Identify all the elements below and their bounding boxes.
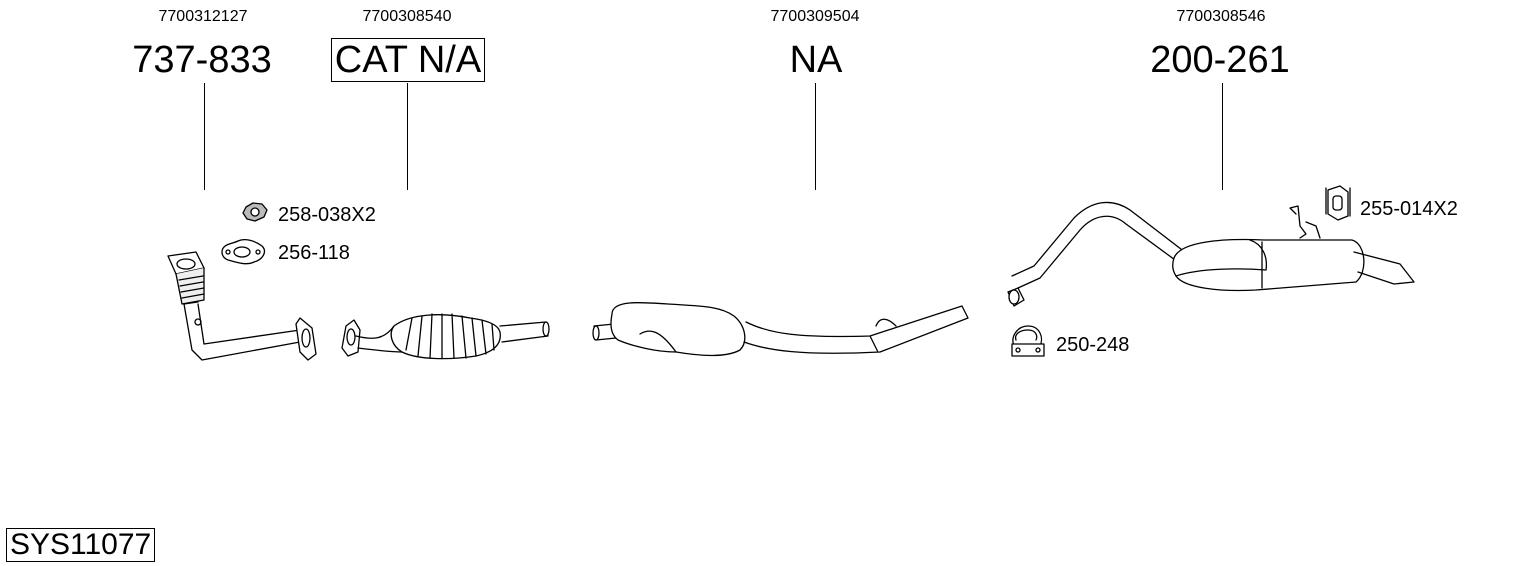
part-number-2[interactable]: CAT N/A	[278, 38, 538, 82]
nut-drawing[interactable]	[242, 202, 268, 222]
leader-line-1	[204, 83, 205, 190]
part-number-4-label: 200-261	[1150, 39, 1290, 81]
oem-number-4: 7700308546	[1176, 8, 1266, 25]
leader-line-2	[407, 83, 408, 190]
oem-number-3: 7700309504	[770, 8, 860, 25]
accessory-label-gasket[interactable]: 256-118	[278, 242, 350, 264]
rear-silencer-drawing[interactable]	[1007, 201, 1415, 307]
clamp-drawing[interactable]	[1011, 325, 1045, 357]
oem-number-2: 7700308540	[362, 8, 452, 25]
accessory-label-hanger[interactable]: 255-014X2	[1360, 198, 1458, 220]
part-number-1-label: 737-833	[132, 39, 272, 81]
part-number-3[interactable]: NA	[686, 38, 946, 82]
centre-pipe-drawing[interactable]	[592, 301, 969, 357]
catalyst-drawing[interactable]	[341, 313, 550, 360]
part-number-1[interactable]: 737-833	[72, 38, 332, 82]
gasket-drawing[interactable]	[221, 239, 266, 265]
part-number-3-label: NA	[789, 39, 843, 81]
oem-number-1: 7700312127	[158, 8, 248, 25]
accessory-label-clamp[interactable]: 250-248	[1056, 334, 1130, 356]
hanger-drawing[interactable]	[1325, 185, 1351, 221]
leader-line-4	[1222, 83, 1223, 190]
part-number-4[interactable]: 200-261	[1090, 38, 1350, 82]
accessory-label-nut[interactable]: 258-038X2	[278, 204, 376, 226]
front-pipe-drawing[interactable]	[167, 251, 317, 361]
part-number-2-label: CAT N/A	[330, 38, 486, 82]
leader-line-3	[815, 83, 816, 190]
system-code: SYS11077	[6, 528, 156, 562]
